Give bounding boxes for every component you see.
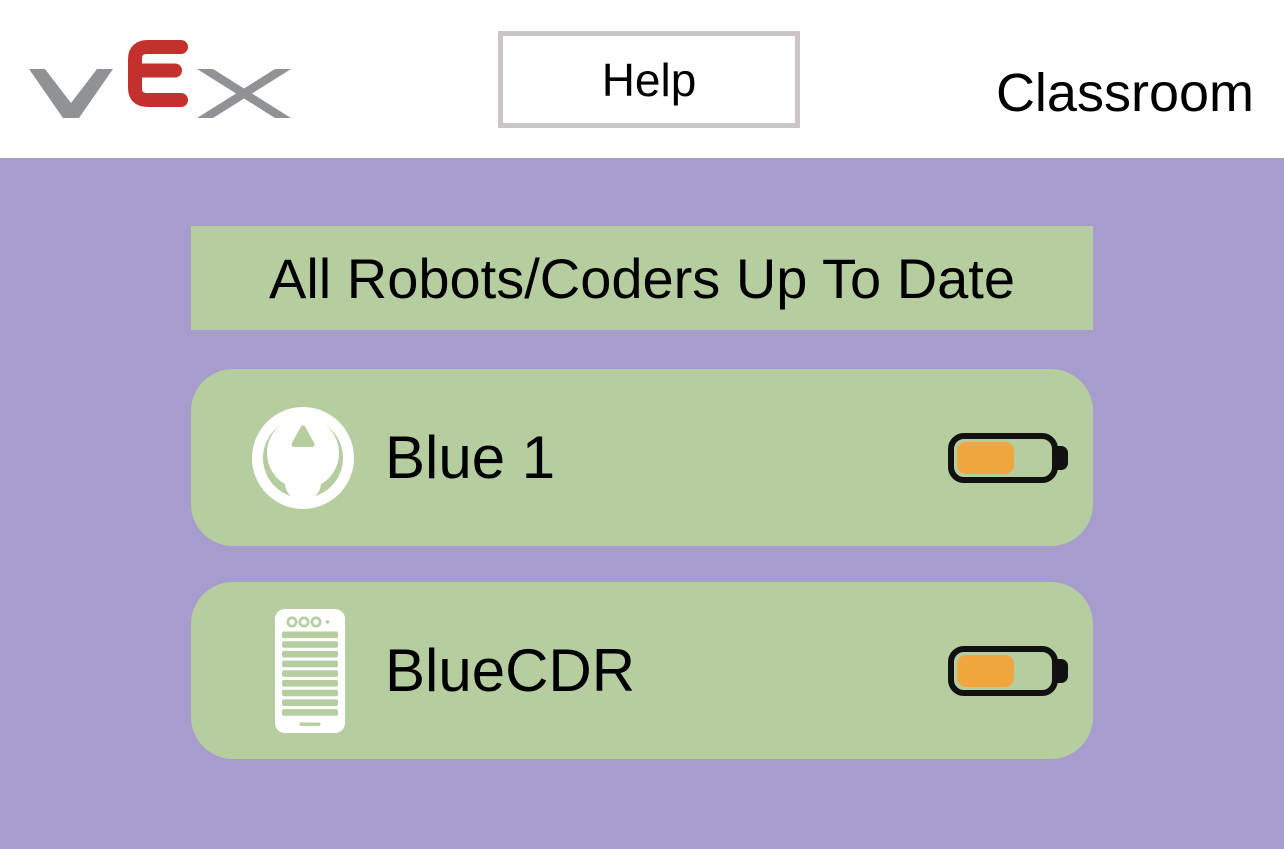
logo-letter-e — [128, 40, 188, 107]
device-name: BlueCDR — [385, 637, 636, 704]
device-name: Blue 1 — [385, 424, 556, 491]
help-button[interactable]: Help — [498, 31, 800, 128]
header: Help Classroom — [0, 0, 1284, 158]
logo-letter-x — [197, 69, 291, 118]
battery-fill — [957, 654, 1014, 687]
device-row-bluecdr[interactable]: BlueCDR — [191, 582, 1093, 759]
device-row-blue-1[interactable]: Blue 1 — [191, 369, 1093, 546]
battery-fill — [957, 441, 1014, 474]
main-area: All Robots/Coders Up To Date Blue 1 — [0, 158, 1284, 849]
coder-icon — [251, 608, 369, 733]
classroom-label: Classroom — [995, 63, 1254, 123]
status-banner-text: All Robots/Coders Up To Date — [269, 246, 1015, 310]
battery-indicator — [948, 645, 1068, 696]
robot-123-icon — [251, 406, 369, 510]
battery-nub — [1056, 658, 1068, 683]
battery-indicator — [948, 432, 1068, 483]
status-banner: All Robots/Coders Up To Date — [191, 226, 1093, 330]
battery-nub — [1056, 445, 1068, 470]
vex-logo — [29, 40, 291, 118]
logo-letter-v — [29, 69, 113, 118]
